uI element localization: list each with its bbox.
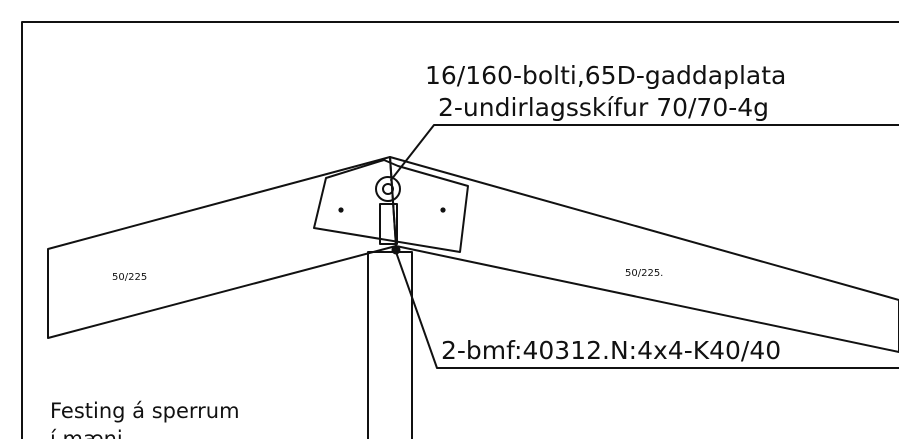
gusset-plate: [313, 159, 469, 253]
bracket-label: 2-bmf:40312.N:4x4-K40/40: [441, 336, 781, 365]
bolt-shank: [379, 203, 398, 245]
frame-border: [21, 21, 899, 439]
bolt-label-line1: 16/160-bolti,65D-gaddaplata: [425, 61, 786, 90]
left-rafter-size-label: 50/225: [112, 272, 147, 283]
right-rafter: [389, 156, 899, 353]
left-rafter: [47, 156, 397, 339]
bracket-leader-line: [395, 251, 899, 369]
bolt-outer: [375, 176, 401, 202]
ridge-post: [367, 251, 413, 439]
bolt-label-line2: 2-undirlagsskífur 70/70-4g: [438, 93, 769, 122]
nail-dot-right: [440, 207, 446, 213]
bolt-inner: [382, 183, 394, 195]
bolt-leader-line: [390, 124, 899, 181]
right-rafter-size-label: 50/225.: [625, 268, 663, 279]
caption-line1: Festing á sperrum: [50, 399, 240, 423]
nail-dot-left: [338, 207, 344, 213]
caption-line2: í mæni: [50, 427, 123, 439]
